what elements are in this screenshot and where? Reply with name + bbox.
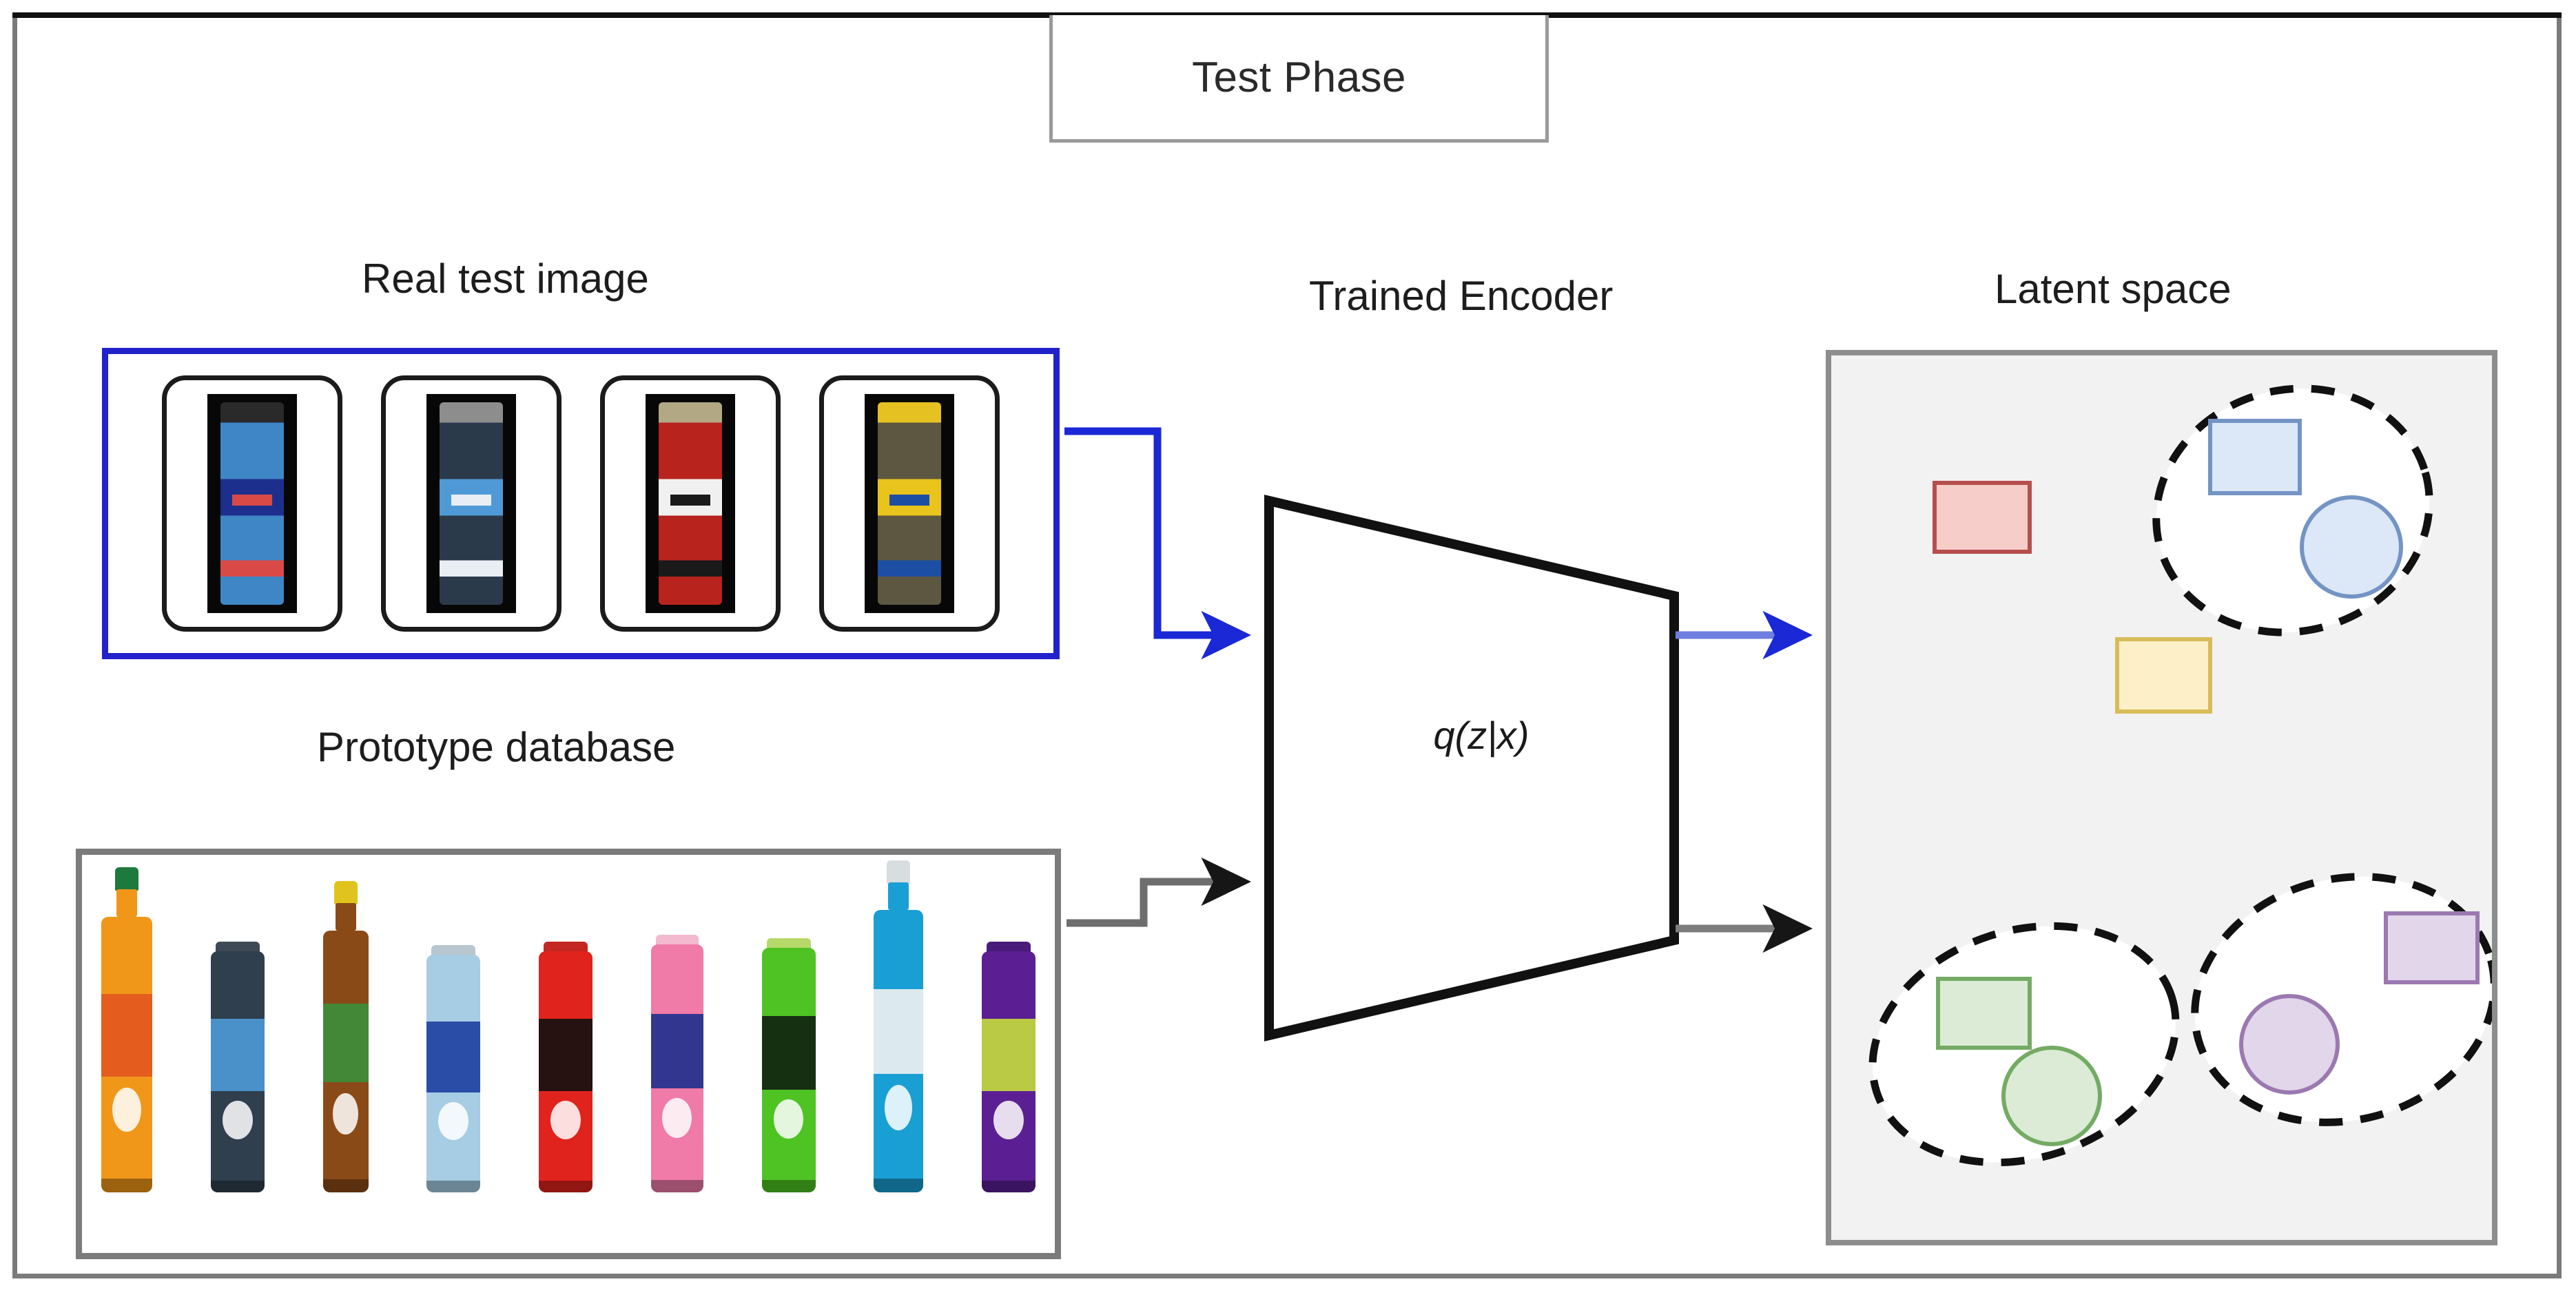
- bottle-cap: [333, 881, 358, 904]
- product-logo-blob: [885, 1085, 913, 1130]
- test-image-card: [600, 375, 781, 632]
- product-label-band: [101, 994, 152, 1077]
- product-body: [539, 951, 593, 1192]
- real-test-image-label: Real test image: [362, 256, 649, 302]
- bottle-neck: [116, 889, 137, 917]
- product-logo-blob: [333, 1092, 358, 1135]
- purple-square: [2384, 911, 2480, 984]
- product-base: [426, 1180, 481, 1192]
- product-logo-blob: [112, 1088, 141, 1132]
- product-base: [982, 1180, 1035, 1192]
- pink-can: [650, 935, 703, 1192]
- test-image-card: [819, 375, 1000, 632]
- can-stripe: [451, 495, 491, 506]
- blue-square: [2208, 419, 2302, 495]
- purple-circle: [2239, 994, 2340, 1095]
- blue-white-bottle: [874, 860, 924, 1192]
- product-body: [874, 910, 924, 1192]
- test-image-card: [381, 375, 561, 632]
- bottle-neck: [888, 882, 909, 910]
- real-test-image-panel: [102, 348, 1060, 659]
- encoder-formula: q(z|x): [1433, 714, 1529, 757]
- yellow-square: [2115, 637, 2212, 714]
- blue-cluster-boundary: [2152, 384, 2433, 636]
- product-body: [761, 948, 816, 1192]
- red-can-crop: [646, 394, 735, 613]
- light-blue-can: [426, 945, 481, 1192]
- product-logo-blob: [438, 1101, 469, 1141]
- prototype-database-row: [101, 860, 1035, 1192]
- product-base: [874, 1178, 924, 1192]
- product-logo-blob: [993, 1101, 1024, 1139]
- bottle-cap: [987, 942, 1031, 953]
- trained-encoder-label: Trained Encoder: [1309, 273, 1614, 319]
- page-title: Test Phase: [1192, 53, 1406, 101]
- bottle-cap: [431, 945, 476, 956]
- product-label-band: [210, 1019, 265, 1091]
- can-stripe: [670, 495, 710, 506]
- product-body: [426, 955, 481, 1192]
- bottle-cap: [544, 942, 588, 953]
- product-logo-blob: [550, 1101, 581, 1139]
- product-base: [322, 1179, 369, 1192]
- product-base: [210, 1180, 265, 1192]
- green-can: [761, 938, 816, 1192]
- product-logo-blob: [662, 1098, 692, 1138]
- product-label-band: [539, 1019, 593, 1091]
- latent-space-label: Latent space: [1995, 266, 2232, 312]
- red-square: [1933, 481, 2032, 554]
- orange-soda-bottle: [101, 867, 152, 1192]
- product-base: [761, 1180, 816, 1192]
- can-stripe: [889, 495, 929, 506]
- product-body: [101, 917, 152, 1192]
- bottle-cap: [766, 938, 811, 949]
- bottle-neck: [335, 903, 356, 931]
- product-label-band: [761, 1016, 816, 1090]
- product-body: [982, 951, 1035, 1192]
- blue-energy-can-crop: [207, 394, 297, 613]
- bottle-cap: [215, 942, 260, 953]
- product-base: [101, 1179, 152, 1192]
- encoder-trapezoid-svg: [1264, 495, 1679, 1042]
- prototype-database-label: Prototype database: [317, 724, 676, 770]
- product-base: [650, 1180, 703, 1192]
- purple-cluster-boundary: [2191, 873, 2492, 1126]
- prototype-database-panel: [76, 849, 1061, 1259]
- trained-encoder-shape: q(z|x): [1261, 493, 1702, 1044]
- blue-circle: [2300, 495, 2403, 599]
- product-body: [650, 944, 703, 1192]
- product-label-band: [650, 1013, 703, 1088]
- product-label-band: [322, 1004, 369, 1083]
- product-label-band: [426, 1021, 481, 1093]
- bottle-cap: [655, 935, 699, 946]
- yellow-brown-bottle: [322, 881, 369, 1192]
- can-stripe: [232, 495, 272, 506]
- yellow-label-crop: [865, 394, 954, 613]
- product-logo-blob: [222, 1101, 253, 1139]
- red-can: [539, 942, 593, 1192]
- test-image-card: [162, 375, 342, 632]
- latent-space-panel: [1826, 350, 2497, 1245]
- green-square: [1936, 977, 2032, 1050]
- product-body: [322, 931, 369, 1192]
- purple-boost-can: [982, 942, 1035, 1192]
- test-phase-title-box: Test Phase: [1049, 15, 1549, 143]
- product-logo-blob: [773, 1099, 804, 1139]
- dark-blue-can-crop: [426, 394, 516, 613]
- green-circle: [2001, 1046, 2102, 1146]
- product-base: [539, 1180, 593, 1192]
- product-body: [210, 951, 265, 1192]
- real-test-image-row: [108, 354, 1053, 653]
- latent-space-svg: [1868, 384, 2492, 1167]
- dark-blue-can: [210, 942, 265, 1192]
- product-label-band: [874, 988, 924, 1074]
- bottle-cap: [115, 867, 138, 891]
- bottle-cap: [887, 860, 911, 884]
- product-label-band: [982, 1019, 1035, 1091]
